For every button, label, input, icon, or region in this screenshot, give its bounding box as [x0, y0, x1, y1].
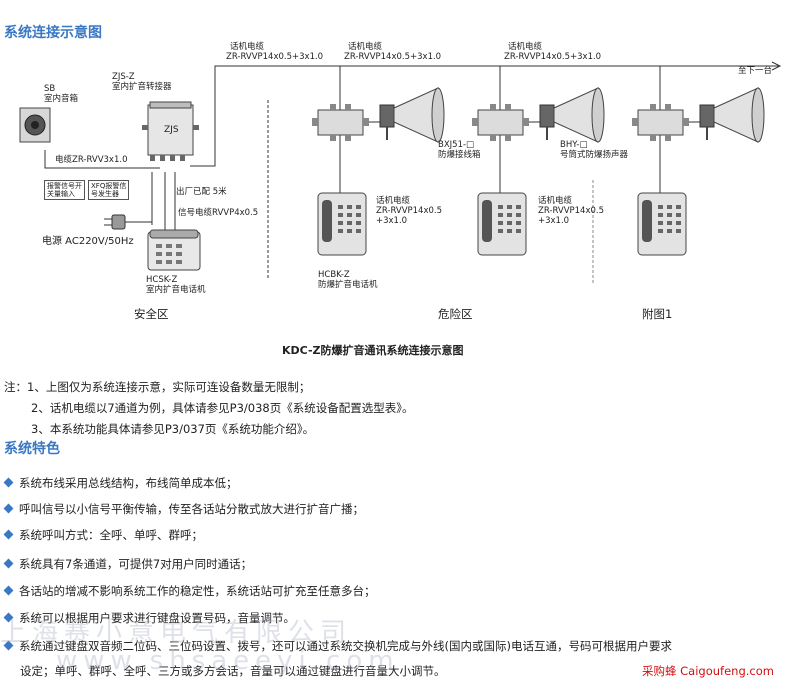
alarm-input-line2: 关量输入 — [47, 190, 75, 198]
explosion-proof-phone-icon-1 — [317, 192, 367, 256]
feature-text: 系统通过键盘双音频二位码、三位码设置、拨号，还可以通过系统交换机完成与外线(国内… — [19, 639, 672, 653]
cable-label-mid-1-spec2: +3x1.0 — [376, 216, 408, 226]
section-title-features: 系统特色 — [4, 441, 60, 457]
cable-label-top-3-title: 话机电缆 — [508, 42, 543, 52]
url-watermark: www.shsaeeyi.com — [56, 646, 400, 676]
signal-cable-label: 信号电缆RVVP4x0.5 — [178, 208, 259, 218]
sb-model-label: SB — [44, 84, 56, 94]
cable-label-mid-2-title: 话机电缆 — [538, 196, 573, 206]
zjs-box-label: ZJS — [164, 125, 179, 135]
feature-item: 系统可以根据用户要求进行键盘设置号码，音量调节。 — [2, 610, 295, 626]
sb-name-label: 室内音箱 — [44, 94, 79, 104]
feature-text: 系统布线采用总线结构，布线简单成本低； — [19, 476, 238, 490]
bxj-name-label: 防爆接线箱 — [438, 150, 481, 160]
cable-label-mid-2-spec2: +3x1.0 — [538, 216, 570, 226]
junction-box-2 — [472, 104, 529, 141]
xfq-box: XFQ报警信 号发生器 — [88, 180, 130, 200]
feature-text: 各话站的增减不影响系统工作的稳定性，系统话站可扩充至任意多台； — [19, 584, 376, 598]
desk-phone-icon — [147, 229, 201, 271]
zone-safe-label: 安全区 — [134, 307, 169, 321]
alarm-input-line1: 报警信号开 — [47, 182, 82, 190]
hcbk-name-label: 防爆扩音电话机 — [318, 280, 378, 290]
junction-box-1 — [312, 104, 369, 141]
horn-speaker-icon-3 — [699, 87, 765, 143]
feature-item: 系统呼叫方式：全呼、单呼、群呼； — [2, 527, 203, 543]
bullet-diamond-icon — [3, 585, 14, 596]
hcsk-name-label: 室内扩音电话机 — [146, 285, 206, 295]
cable-label-top-1-spec: ZR-RVVP14x0.5+3x1.0 — [226, 52, 324, 62]
cable-label-top-3-spec: ZR-RVVP14x0.5+3x1.0 — [504, 52, 602, 62]
speaker-cable-label: 电缆ZR-RVV3x1.0 — [55, 155, 128, 165]
zjs-model-label: ZJS-Z — [112, 72, 135, 82]
feature-item: 系统具有7条通道，可提供7对用户同时通话； — [2, 556, 252, 572]
cable-label-top-2-title: 话机电缆 — [348, 42, 383, 52]
bullet-diamond-icon — [3, 558, 14, 569]
bxj-model-label: BXJ51-□ — [438, 140, 475, 150]
cable-label-mid-2-spec: ZR-RVVP14x0.5 — [538, 206, 605, 216]
horn-speaker-icon-1 — [379, 87, 445, 143]
feature-item: 各话站的增减不影响系统工作的稳定性，系统话站可扩充至任意多台； — [2, 583, 376, 599]
zjs-converter-box — [142, 101, 199, 161]
power-label: 电源 AC220V/50Hz — [42, 236, 134, 247]
feature-text: 呼叫信号以小信号平衡传输，传至各话站分散式放大进行扩音广播； — [19, 502, 364, 516]
bullet-diamond-icon — [3, 529, 14, 540]
cable-label-mid-1-title: 话机电缆 — [376, 196, 411, 206]
hcbk-model-label: HCBK-Z — [318, 270, 350, 280]
diagram-caption: KDC-Z防爆扩音通讯系统连接示意图 — [282, 344, 464, 357]
feature-text: 系统呼叫方式：全呼、单呼、群呼； — [19, 528, 203, 542]
note-2: 2、话机电缆以7通道为例，具体请参见P3/038页《系统设备配置选型表》。 — [31, 401, 414, 415]
power-plug-icon — [104, 214, 126, 230]
feature-item: 系统布线采用总线结构，布线简单成本低； — [2, 475, 238, 491]
xfq-line1: XFQ报警信 — [91, 182, 127, 190]
explosion-proof-phone-icon-3 — [637, 192, 687, 256]
bhy-model-label: BHY-□ — [560, 140, 588, 150]
zone-figure-label: 附图1 — [642, 307, 673, 321]
section-title-diagram: 系统连接示意图 — [4, 25, 102, 41]
bullet-diamond-icon — [3, 477, 14, 488]
cable-label-top-1-title: 话机电缆 — [230, 42, 265, 52]
feature-item: 呼叫信号以小信号平衡传输，传至各话站分散式放大进行扩音广播； — [2, 501, 364, 517]
junction-box-3 — [632, 104, 689, 141]
zone-danger-label: 危险区 — [438, 307, 473, 321]
indoor-speaker-icon — [19, 107, 51, 143]
cable-label-top-2-spec: ZR-RVVP14x0.5+3x1.0 — [344, 52, 442, 62]
company-watermark: 上海赛小意电气有限公司 — [0, 618, 353, 648]
zjs-name-label: 室内扩音转接器 — [112, 82, 172, 92]
feature-continuation: 设定；单呼、群呼、全呼、三方或多方会话，音量可以通过键盘进行音量大小调节。 — [20, 664, 446, 678]
feature-item: 系统通过键盘双音频二位码、三位码设置、拨号，还可以通过系统交换机完成与外线(国内… — [2, 638, 672, 654]
to-next-label: 至下一台 — [738, 66, 773, 76]
explosion-proof-phone-icon-2 — [477, 192, 527, 256]
system-diagram — [19, 61, 782, 285]
feature-text: 系统可以根据用户要求进行键盘设置号码，音量调节。 — [19, 611, 295, 625]
horn-speaker-icon-2 — [539, 87, 605, 143]
xfq-line2: 号发生器 — [91, 190, 119, 198]
feature-text: 系统具有7条通道，可提供7对用户同时通话； — [19, 557, 253, 571]
hcsk-model-label: HCSK-Z — [146, 275, 178, 285]
brand-watermark: 采购蜂 Caigoufeng.com — [642, 664, 774, 678]
note-3: 3、本系统功能具体请参见P3/037页《系统功能介绍》。 — [31, 422, 315, 436]
bullet-diamond-icon — [3, 503, 14, 514]
note-1: 注：1、上图仅为系统连接示意，实际可连设备数量无限制； — [4, 380, 311, 394]
bhy-name-label: 号筒式防爆扬声器 — [560, 150, 629, 160]
out-factory-label: 出厂已配 5米 — [176, 187, 227, 197]
alarm-input-box: 报警信号开 关量输入 — [44, 180, 85, 200]
cable-label-mid-1-spec: ZR-RVVP14x0.5 — [376, 206, 443, 216]
